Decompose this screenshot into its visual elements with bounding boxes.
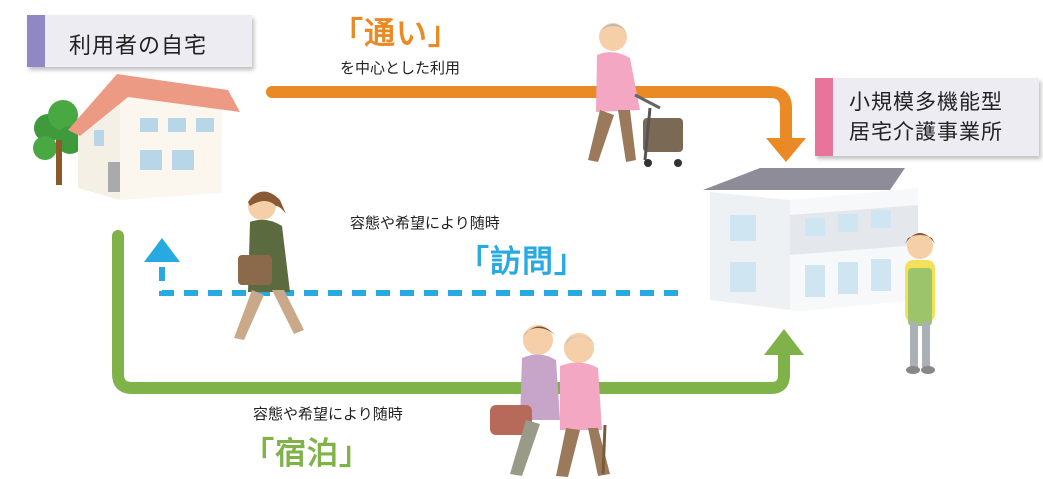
stay-title: 「宿泊」 [243, 436, 371, 472]
facility-label-line2: 居宅介護事業所 [849, 120, 1003, 144]
stay-arrow [112, 230, 804, 394]
home-visitor-illustration [234, 191, 304, 340]
home-label: 利用者の自宅 [27, 15, 252, 67]
home-house-illustration [33, 74, 240, 200]
caregiver-illustration [905, 233, 935, 374]
visit-day-caption: を中心とした利用 [340, 59, 461, 77]
facility-label: 小規模多機能型 居宅介護事業所 [815, 78, 1039, 156]
home-visit-arrow [144, 238, 678, 296]
home-label-accent [27, 15, 45, 67]
facility-label-line1: 小規模多機能型 [849, 90, 1003, 114]
visit-day-arrow [266, 86, 806, 162]
home-visit-caption: 容態や希望により随時 [350, 214, 500, 232]
facility-label-text: 小規模多機能型 居宅介護事業所 [849, 87, 1003, 147]
stay-caption: 容態や希望により随時 [253, 405, 403, 423]
visit-day-title: 「通い」 [332, 16, 460, 52]
facility-label-accent [815, 78, 833, 156]
home-visit-title: 「訪問」 [458, 244, 586, 280]
facility-building-illustration [703, 168, 918, 312]
elderly-walker-illustration [588, 23, 683, 167]
home-label-text: 利用者の自宅 [69, 34, 208, 59]
stay-companions-illustration [490, 325, 610, 477]
